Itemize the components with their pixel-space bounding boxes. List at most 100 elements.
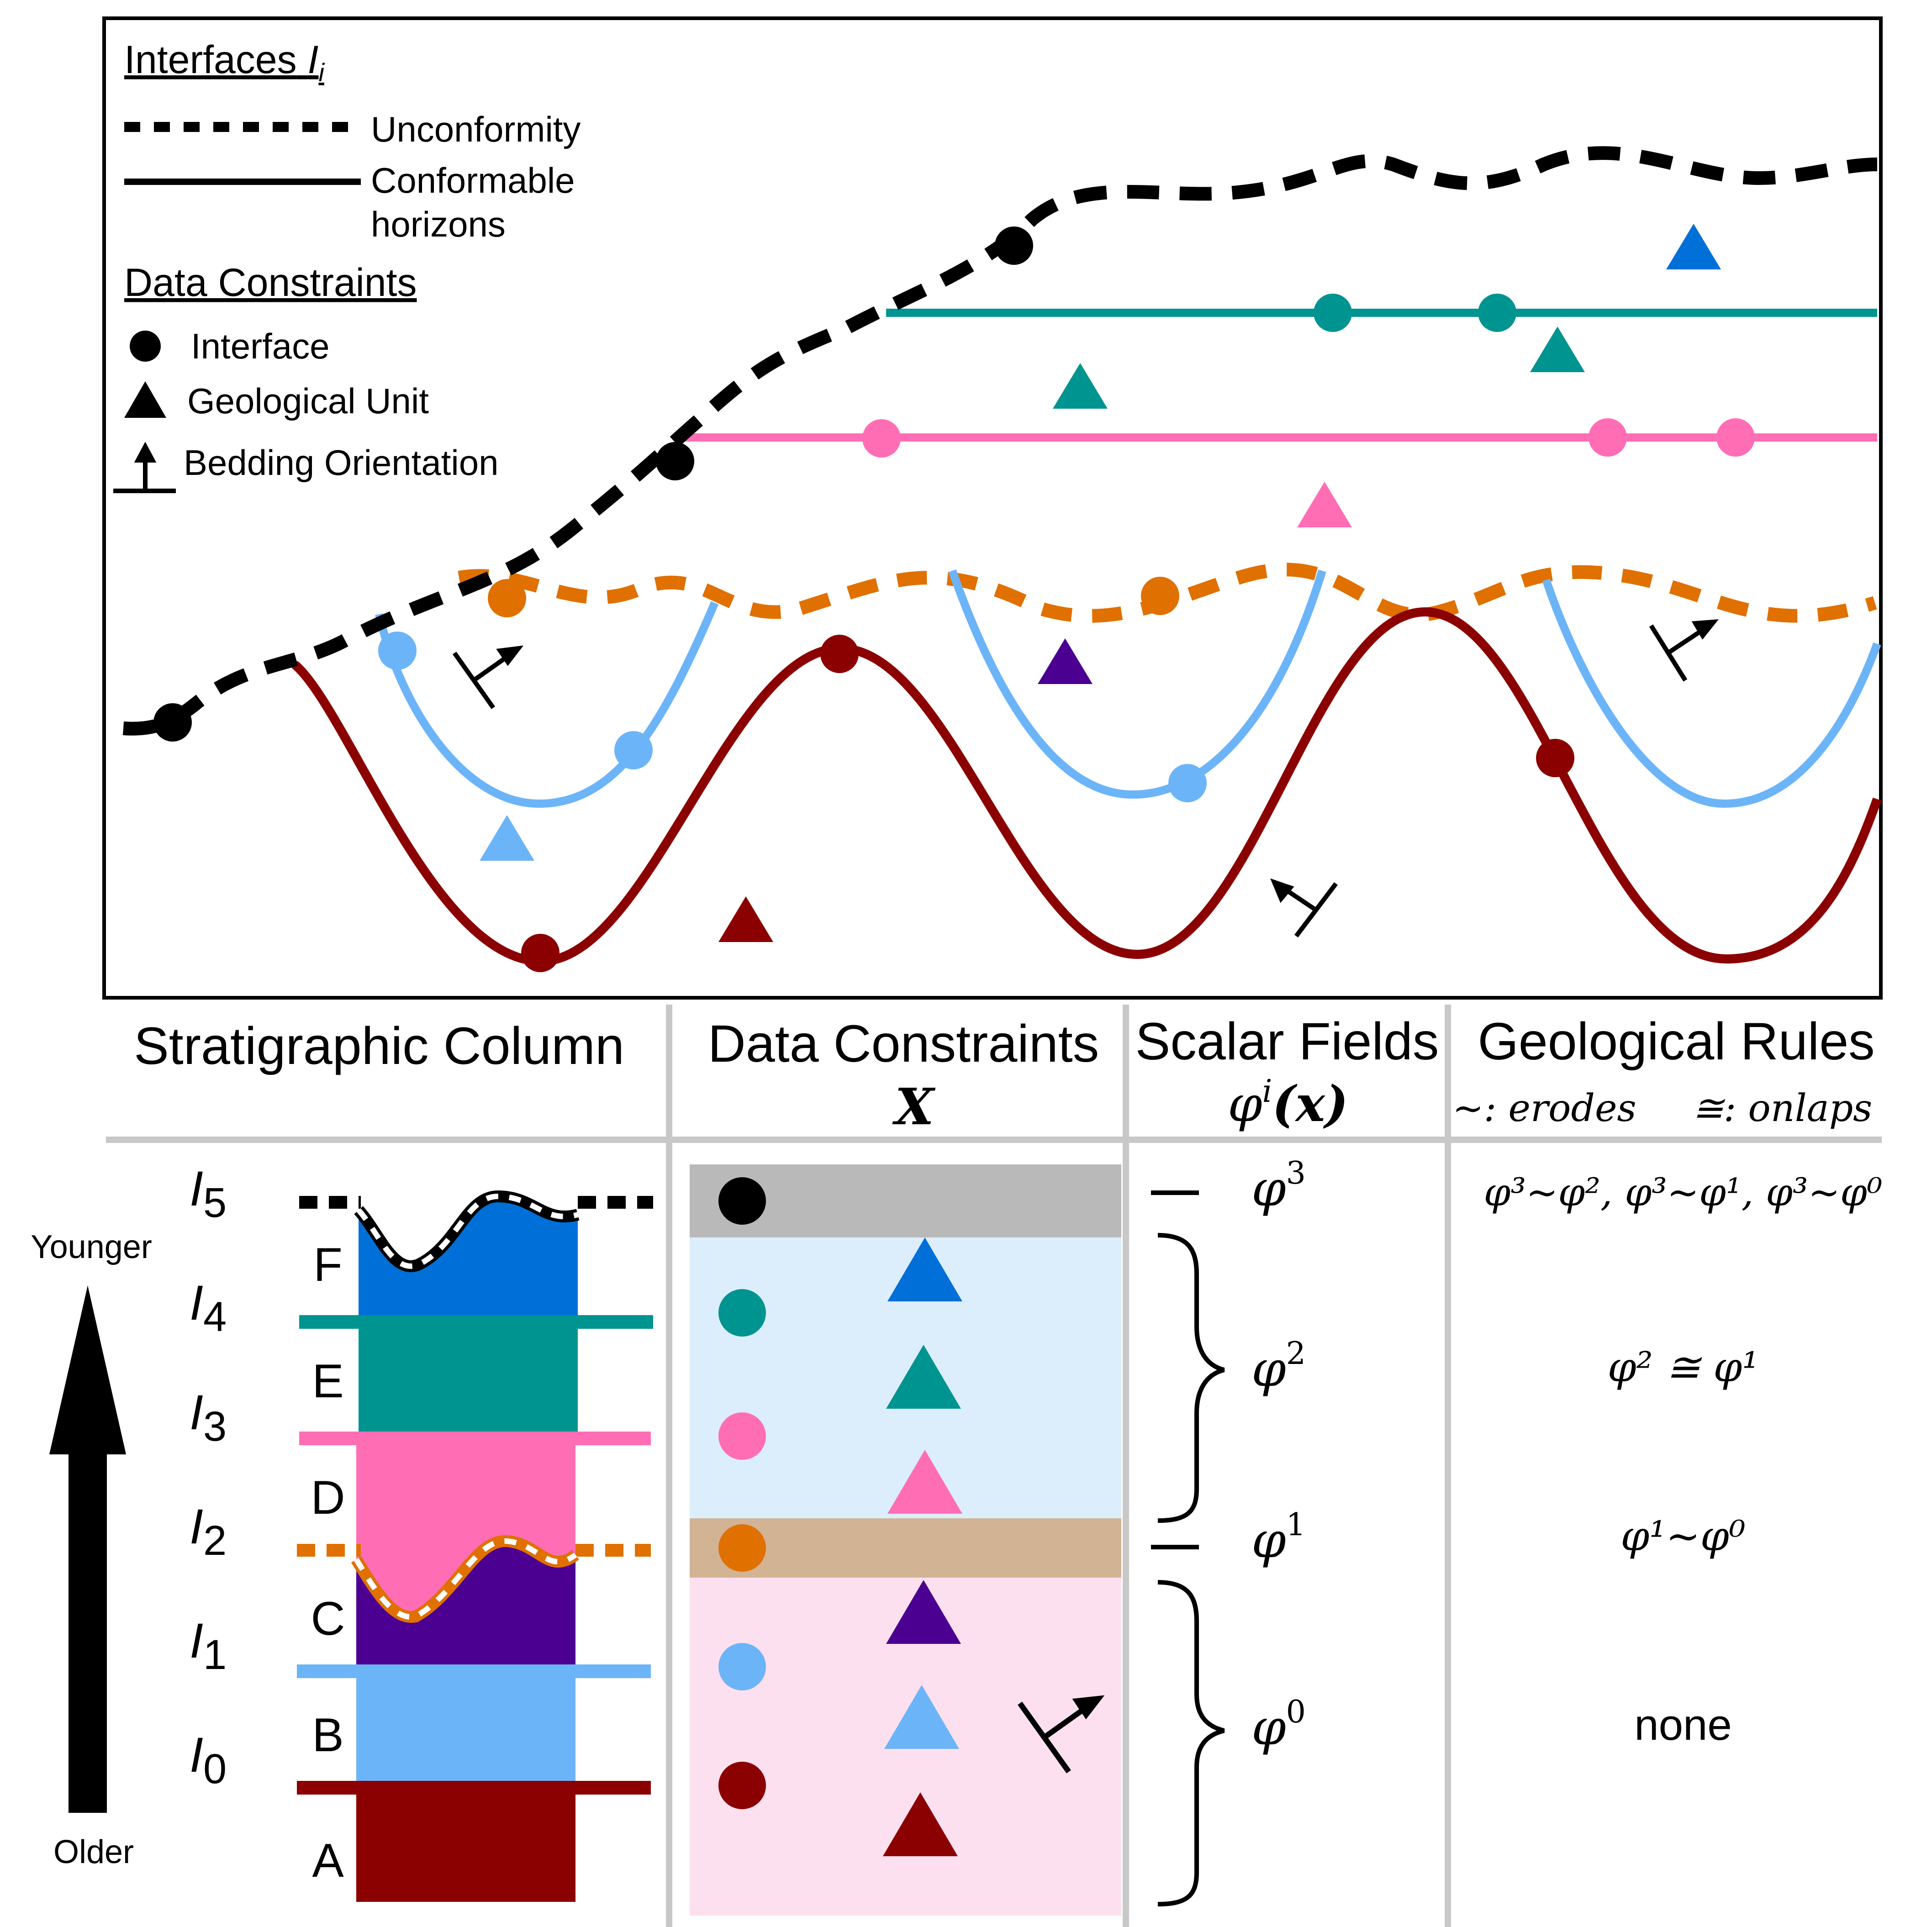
unit-e-block	[359, 1322, 578, 1438]
bedding-orientation-icon	[1649, 619, 1719, 682]
age-arrow	[49, 1285, 126, 1813]
strat-interface-label-i5: I5	[190, 1161, 227, 1226]
legend: Interfaces Ii Unconformity Conformable h…	[113, 38, 581, 493]
constraint-interface-i4	[718, 1289, 766, 1337]
strat-unit-label-a: A	[312, 1834, 344, 1887]
strat-interface-label-i3: I3	[190, 1385, 227, 1450]
interface-point-i1	[1168, 764, 1207, 802]
strat-interface-label-i2: I2	[190, 1499, 227, 1564]
legend-conformable-label-1: Conformable	[371, 160, 575, 200]
interface-point-i3	[1716, 418, 1755, 457]
strat-unit-label-c: C	[311, 1592, 345, 1645]
interface-point-i1	[614, 731, 653, 769]
strat-unit-label-e: E	[312, 1355, 343, 1408]
legend-conformable-label-2: horizons	[371, 204, 506, 244]
interface-point-i1	[378, 632, 417, 670]
unit-point-c	[1038, 638, 1093, 684]
legend-unconformity-label: Unconformity	[371, 109, 581, 149]
constraint-unit-d	[887, 1450, 962, 1514]
horizon-i1-segment-2	[948, 569, 1326, 799]
horizon-i1-segment-3	[1542, 579, 1881, 808]
strat-interface-label-i0: I0	[190, 1727, 227, 1792]
constraint-interface-i0	[718, 1762, 766, 1809]
constraint-interface-i5	[718, 1177, 766, 1225]
interface-point-i5	[995, 226, 1033, 265]
bedding-orientation-symbols	[452, 619, 1719, 938]
scalar-field-brackets	[1151, 1190, 1225, 1906]
header-scalar-fields-symbol: φi(x)	[1228, 1074, 1348, 1133]
constraint-unit-f	[887, 1237, 962, 1301]
bedding-orientation-icon	[1270, 878, 1338, 938]
constraint-bedding-icon	[1018, 1695, 1105, 1774]
constraint-interface-i1	[718, 1643, 766, 1690]
interface-point-i2	[1141, 577, 1179, 615]
younger-label: Younger	[31, 1229, 152, 1265]
constraint-interface-i3	[718, 1412, 766, 1460]
legend-bedding-icon	[113, 442, 176, 493]
unit-point-a	[718, 896, 773, 942]
data-constraint-points	[718, 1177, 1105, 1856]
scalar-field-phi2: φ2	[1251, 1336, 1306, 1398]
strat-i5-unconformity	[299, 1190, 653, 1272]
legend-interfaces-title: Interfaces Ii	[124, 38, 325, 87]
strat-unit-label-b: B	[312, 1709, 343, 1762]
unconformity-i5-line	[122, 146, 1878, 736]
rule-phi1: φ¹~φ⁰	[1621, 1512, 1746, 1560]
unit-point-e	[1530, 326, 1585, 372]
constraint-unit-a	[883, 1792, 958, 1856]
unit-point-d	[1297, 482, 1352, 527]
strat-i2-unconformity	[297, 1535, 651, 1623]
strat-interface-label-i4: I4	[190, 1275, 227, 1340]
header-strat-column: Stratigraphic Column	[134, 1017, 624, 1075]
header-geological-rules: Geological Rules	[1478, 1012, 1874, 1071]
horizon-i1-segment-1	[375, 601, 719, 808]
unit-point-b	[480, 815, 534, 861]
header-scalar-fields: Scalar Fields	[1135, 1012, 1439, 1071]
unit-points	[480, 224, 1721, 942]
constraint-unit-c	[886, 1580, 961, 1644]
interface-point-i2	[488, 579, 526, 617]
scalar-field-phi3: φ3	[1251, 1155, 1306, 1217]
interface-point-i4	[1314, 294, 1352, 332]
interface-point-i3	[862, 419, 901, 458]
header-data-constraints-symbol: X	[892, 1077, 935, 1136]
interface-point-i4	[1478, 294, 1516, 332]
legend-interface-icon	[130, 331, 161, 362]
rule-phi3: φ³~φ², φ³~φ¹, φ³~φ⁰	[1484, 1170, 1883, 1215]
legend-interface-label: Interface	[191, 326, 330, 366]
scalar-field-phi0: φ0	[1251, 1694, 1306, 1756]
strat-unit-label-d: D	[311, 1471, 345, 1524]
rules-key-onlaps: ≅: onlaps	[1692, 1087, 1872, 1130]
constraint-interface-i2	[718, 1524, 766, 1572]
rule-phi0: none	[1634, 1701, 1732, 1749]
unit-c-block	[356, 1541, 575, 1671]
strat-unit-label-f: F	[313, 1238, 343, 1291]
rule-phi2: φ² ≅ φ¹	[1608, 1343, 1759, 1391]
interface-points	[153, 226, 1755, 972]
interface-point-i3	[1589, 418, 1627, 457]
interface-point-i5	[153, 703, 192, 742]
header-data-constraints: Data Constraints	[708, 1015, 1099, 1073]
unit-point-f	[1666, 224, 1721, 269]
unit-a-block	[356, 1788, 575, 1902]
interface-point-i0	[820, 635, 859, 673]
unit-d-block	[356, 1438, 575, 1617]
constraint-unit-b	[884, 1685, 959, 1749]
legend-unit-label: Geological Unit	[187, 381, 429, 421]
scalar-field-phi1: φ1	[1251, 1507, 1306, 1569]
unit-f-block	[359, 1196, 578, 1322]
older-label: Older	[53, 1834, 134, 1870]
unit-point-e	[1053, 363, 1108, 409]
bedding-orientation-icon	[452, 645, 524, 709]
rules-key-erodes: ~: erodes	[1452, 1087, 1636, 1130]
legend-bedding-label: Bedding Orientation	[184, 442, 498, 483]
legend-constraints-title: Data Constraints	[124, 261, 417, 305]
unit-b-block	[356, 1671, 575, 1788]
interface-point-i0	[1536, 739, 1574, 777]
strat-interface-label-i1: I1	[190, 1613, 227, 1678]
constraint-unit-e	[886, 1345, 961, 1409]
interface-point-i0	[521, 934, 560, 972]
legend-unit-icon	[124, 381, 166, 418]
interface-point-i5	[656, 442, 694, 480]
